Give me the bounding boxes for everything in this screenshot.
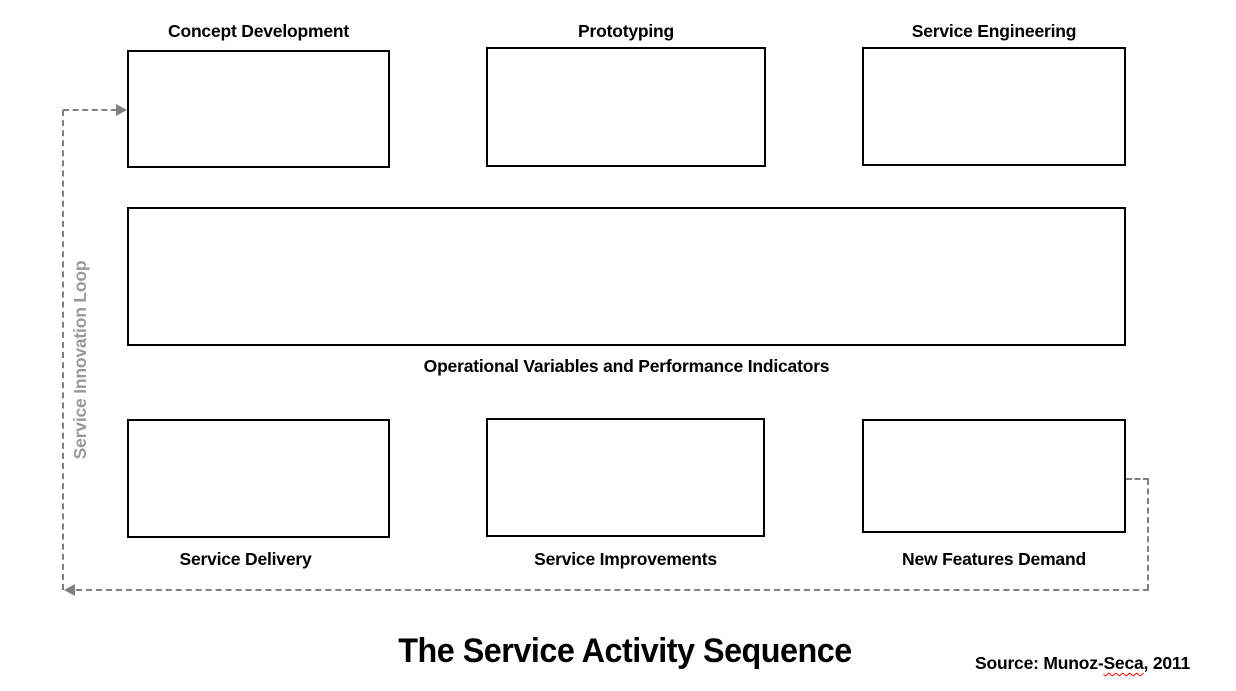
loop-line-left-vertical (62, 110, 64, 590)
loop-line-top-horizontal (63, 109, 117, 111)
new-features-demand-label: New Features Demand (902, 549, 1086, 569)
loop-line-bottom-horizontal (76, 589, 1149, 591)
loop-line-right-stub (1126, 478, 1149, 480)
service-delivery-box (127, 419, 390, 538)
arrow-left-icon (64, 584, 75, 596)
operational-variables-box (127, 207, 1126, 346)
source-citation: Source: Munoz-Seca, 2011 (975, 653, 1190, 673)
diagram-title: The Service Activity Sequence (398, 632, 852, 670)
source-prefix: Source: Munoz- (975, 653, 1104, 673)
prototyping-box (486, 47, 766, 167)
concept-development-label: Concept Development (168, 21, 349, 41)
service-innovation-loop-label: Service Innovation Loop (70, 260, 90, 460)
concept-development-box (127, 50, 390, 168)
source-suffix: , 2011 (1143, 653, 1191, 673)
service-improvements-label: Service Improvements (534, 549, 717, 569)
service-delivery-label: Service Delivery (179, 549, 312, 569)
service-engineering-box (862, 47, 1126, 166)
service-improvements-box (486, 418, 765, 537)
new-features-demand-box (862, 419, 1126, 533)
operational-variables-label: Operational Variables and Performance In… (423, 356, 830, 376)
service-engineering-label: Service Engineering (911, 21, 1077, 41)
arrow-right-icon (116, 104, 127, 116)
prototyping-label: Prototyping (578, 21, 674, 41)
source-flagged-word: Seca (1103, 653, 1144, 673)
loop-line-right-vertical (1147, 479, 1149, 590)
